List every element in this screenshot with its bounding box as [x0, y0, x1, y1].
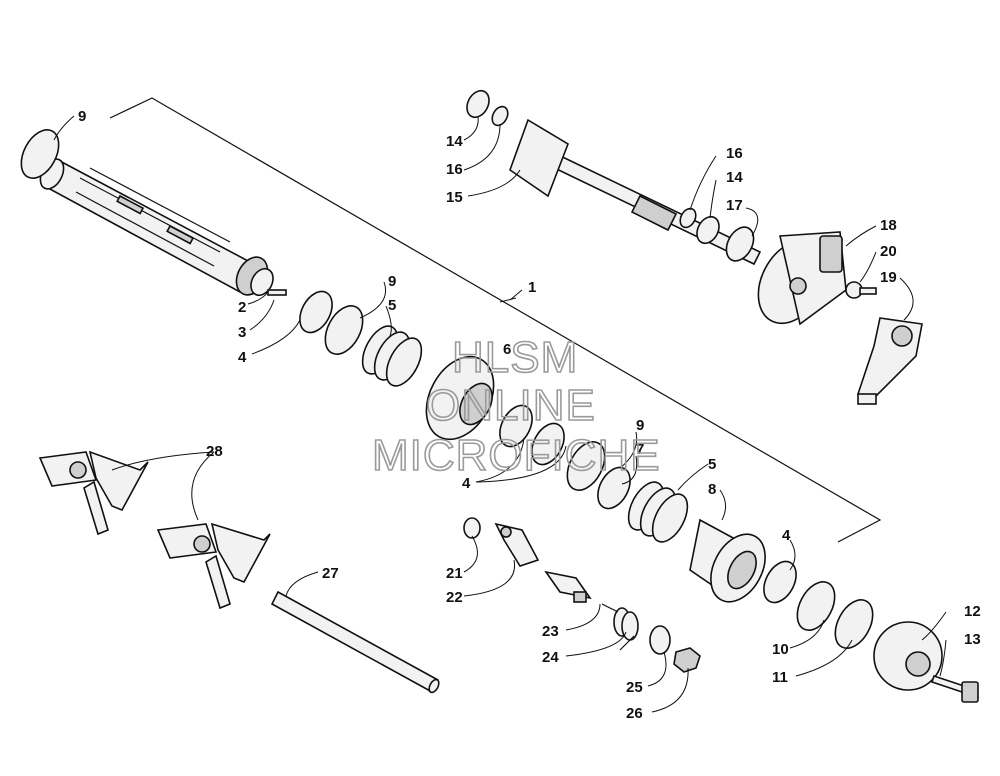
stopper-lever-22: [494, 522, 540, 567]
callout-19: 19: [880, 269, 897, 286]
bolt-23: [544, 570, 592, 603]
washer-11: [834, 599, 874, 649]
callout-14-mid: 14: [726, 169, 743, 186]
callout-17: 17: [726, 197, 743, 214]
spring-5-upper: [361, 325, 423, 387]
clip-16-top: [491, 105, 509, 127]
callout-14-top: 14: [446, 133, 463, 150]
callout-12: 12: [964, 603, 981, 620]
pin-2: [267, 289, 287, 296]
callout-26: 26: [626, 705, 643, 722]
drum-ring-9: [20, 129, 60, 179]
snap-ring-4-upper: [299, 290, 333, 334]
callout-9-upper: 9: [388, 273, 396, 290]
leader-lines: [53, 115, 947, 713]
clip-16-mid: [679, 207, 697, 229]
callout-11: 11: [772, 669, 788, 686]
nut-26: [673, 647, 701, 673]
callout-23: 23: [542, 623, 559, 640]
fork-rod-27: [270, 590, 440, 694]
callout-20: 20: [880, 243, 897, 260]
bolt-13: [930, 674, 979, 703]
callout-16-mid: 16: [726, 145, 743, 162]
callout-7: 7: [636, 441, 644, 458]
assembly-bracket: [109, 97, 882, 543]
watermark-line-2: ONLINE: [426, 381, 596, 430]
washer-14-top: [466, 89, 490, 119]
watermark: HLSM ONLINE MICROFICHE: [371, 332, 661, 481]
shift-drum: [39, 158, 274, 297]
washer-25: [649, 625, 671, 655]
callout-3: 3: [238, 324, 246, 341]
callouts: 9 2 3 4 9 5 1 6 4 9 7 5 8 4 10 11 12 13 …: [78, 108, 981, 722]
callout-9-lower: 9: [636, 417, 644, 434]
washer-14-mid: [696, 215, 720, 245]
callout-5-upper: 5: [388, 297, 396, 314]
shift-shaft: [509, 118, 762, 266]
snap-ring-4-lower: [763, 560, 797, 604]
watermark-line-3: MICROFICHE: [372, 431, 661, 480]
callout-4-lower: 4: [782, 527, 791, 544]
callout-15: 15: [446, 189, 463, 206]
callout-21: 21: [446, 565, 463, 582]
bearing-17: [725, 226, 755, 262]
callout-5-lower: 5: [708, 456, 716, 473]
snap-ring-4-mid: [499, 404, 533, 448]
callout-24: 24: [542, 649, 559, 666]
washer-9-lower: [566, 441, 606, 491]
callout-22: 22: [446, 589, 463, 606]
collar-8: [689, 518, 766, 603]
callout-27: 27: [322, 565, 339, 582]
callout-9-top: 9: [78, 108, 86, 125]
callout-4-upper: 4: [238, 349, 247, 366]
callout-8: 8: [708, 481, 716, 498]
washer-10: [796, 581, 836, 631]
callout-16-top: 16: [446, 161, 463, 178]
callout-13: 13: [964, 631, 981, 648]
callout-10: 10: [772, 641, 789, 658]
spring-5-lower: [627, 481, 689, 543]
callout-25: 25: [626, 679, 643, 696]
shift-fork-28-right: [156, 522, 271, 610]
washer-21: [463, 517, 481, 539]
washer-7: [531, 422, 565, 466]
spring-24: [601, 603, 639, 651]
shift-cam-6: [425, 355, 495, 441]
shift-arm-19: [857, 317, 923, 405]
callout-4-mid: 4: [462, 475, 471, 492]
callout-6: 6: [503, 341, 511, 358]
callout-1: 1: [528, 279, 536, 296]
callout-18: 18: [880, 217, 897, 234]
star-wheel-12: [873, 621, 943, 691]
screw-20: [845, 281, 877, 299]
watermark-line-1: HLSM: [452, 333, 578, 382]
callout-28: 28: [206, 443, 223, 460]
shift-fork-28-left: [38, 450, 149, 536]
callout-2: 2: [238, 299, 246, 316]
snap-ring-lower: [597, 466, 631, 510]
washer-9-upper: [324, 305, 364, 355]
sensor-18: [757, 231, 847, 326]
